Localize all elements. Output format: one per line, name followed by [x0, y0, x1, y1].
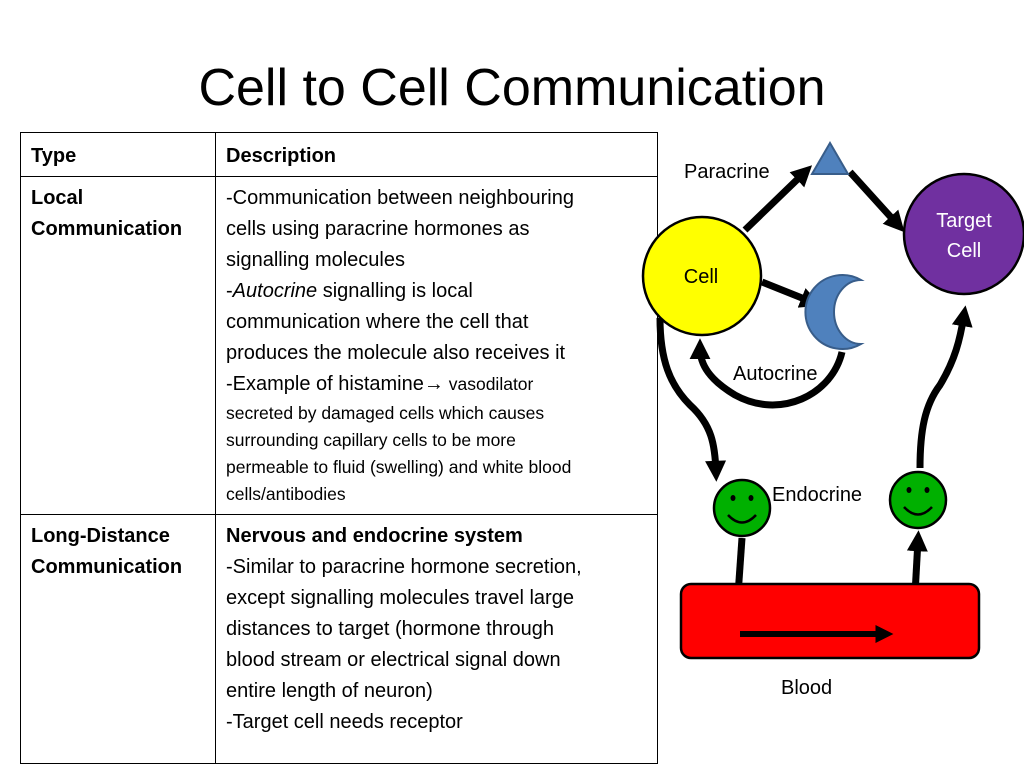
- desc-long-line: blood stream or electrical signal down: [226, 649, 561, 671]
- autocrine-arrow-out: [760, 278, 822, 308]
- paracrine-label: Paracrine: [684, 161, 770, 183]
- target-cell-label-line2: Cell: [947, 240, 981, 262]
- arrow-symbol: →: [423, 373, 444, 395]
- type-long-line2: Communication: [31, 556, 183, 578]
- type-long-line1: Long-Distance: [31, 525, 170, 547]
- description-cell-long-distance: Nervous and endocrine system -Similar to…: [215, 514, 658, 764]
- autocrine-receptor-crescent-icon: [804, 274, 865, 350]
- desc-long-line: -Target cell needs receptor: [226, 711, 463, 733]
- type-local-line2: Communication: [31, 218, 183, 240]
- type-cell-local: Local Communication: [20, 176, 216, 515]
- desc-local-line: cells/antibodies: [226, 484, 346, 504]
- paracrine-signal-triangle-icon: [810, 141, 850, 175]
- desc-long-line: -Similar to paracrine hormone secretion,: [226, 556, 582, 578]
- target-cell-label-line1: Target: [936, 210, 992, 232]
- slide-title: Cell to Cell Communication: [198, 59, 826, 117]
- blood-vessel: [679, 582, 981, 660]
- desc-local-line: -Communication between neighbouring: [226, 187, 574, 209]
- type-cell-long-distance: Long-Distance Communication: [20, 514, 216, 764]
- desc-local-line: -Example of histamine: [226, 373, 424, 395]
- desc-local-line: signalling is local: [317, 280, 473, 302]
- desc-local-line: surrounding capillary cells to be more: [226, 430, 516, 450]
- header-type: Type: [20, 132, 216, 177]
- desc-local-line: cells using paracrine hormones as: [226, 218, 530, 240]
- desc-long-heading: Nervous and endocrine system: [226, 525, 523, 547]
- desc-long-line: distances to target (hormone through: [226, 618, 554, 640]
- endocrine-arrow-down: [656, 317, 727, 482]
- desc-long-line: except signalling molecules travel large: [226, 587, 574, 609]
- cell-label: Cell: [684, 266, 718, 288]
- desc-autocrine-term: Autocrine: [232, 280, 318, 302]
- table-header-row: Type Description: [20, 132, 658, 177]
- type-local-line1: Local: [31, 187, 84, 209]
- desc-local-example: secreted by damaged cells which causes s…: [226, 400, 647, 508]
- autocrine-label: Autocrine: [733, 363, 818, 385]
- table-row-local: Local Communication -Communication betwe…: [20, 176, 658, 515]
- endocrine-label: Endocrine: [772, 484, 862, 506]
- desc-long-line: entire length of neuron): [226, 680, 433, 702]
- desc-local-line: vasodilator: [443, 374, 534, 394]
- endocrine-arrow-to-target: [916, 305, 973, 469]
- paracrine-arrow-in: [847, 169, 905, 233]
- desc-local-line: produces the molecule also receives it: [226, 342, 566, 364]
- communication-table: Type Description Local Communication -Co…: [20, 132, 658, 764]
- table-row-long-distance: Long-Distance Communication Nervous and …: [20, 514, 658, 764]
- paracrine-arrow-out: [742, 165, 813, 233]
- desc-local-line: signalling molecules: [226, 249, 405, 271]
- desc-local-line: -: [226, 280, 233, 302]
- target-cell: [902, 172, 1024, 296]
- endocrine-cell-right-smiley-icon: [888, 470, 948, 530]
- desc-local-line: permeable to fluid (swelling) and white …: [226, 457, 572, 477]
- description-cell-local: -Communication between neighbouring cell…: [215, 176, 658, 515]
- blood-label: Blood: [781, 677, 832, 699]
- desc-local-line: secreted by damaged cells which causes: [226, 403, 545, 423]
- desc-local-line: communication where the cell that: [226, 311, 529, 333]
- endocrine-cell-left-smiley-icon: [712, 478, 772, 538]
- source-cell: [641, 215, 763, 337]
- autocrine-arrow-return: [689, 338, 846, 409]
- header-description: Description: [215, 132, 658, 177]
